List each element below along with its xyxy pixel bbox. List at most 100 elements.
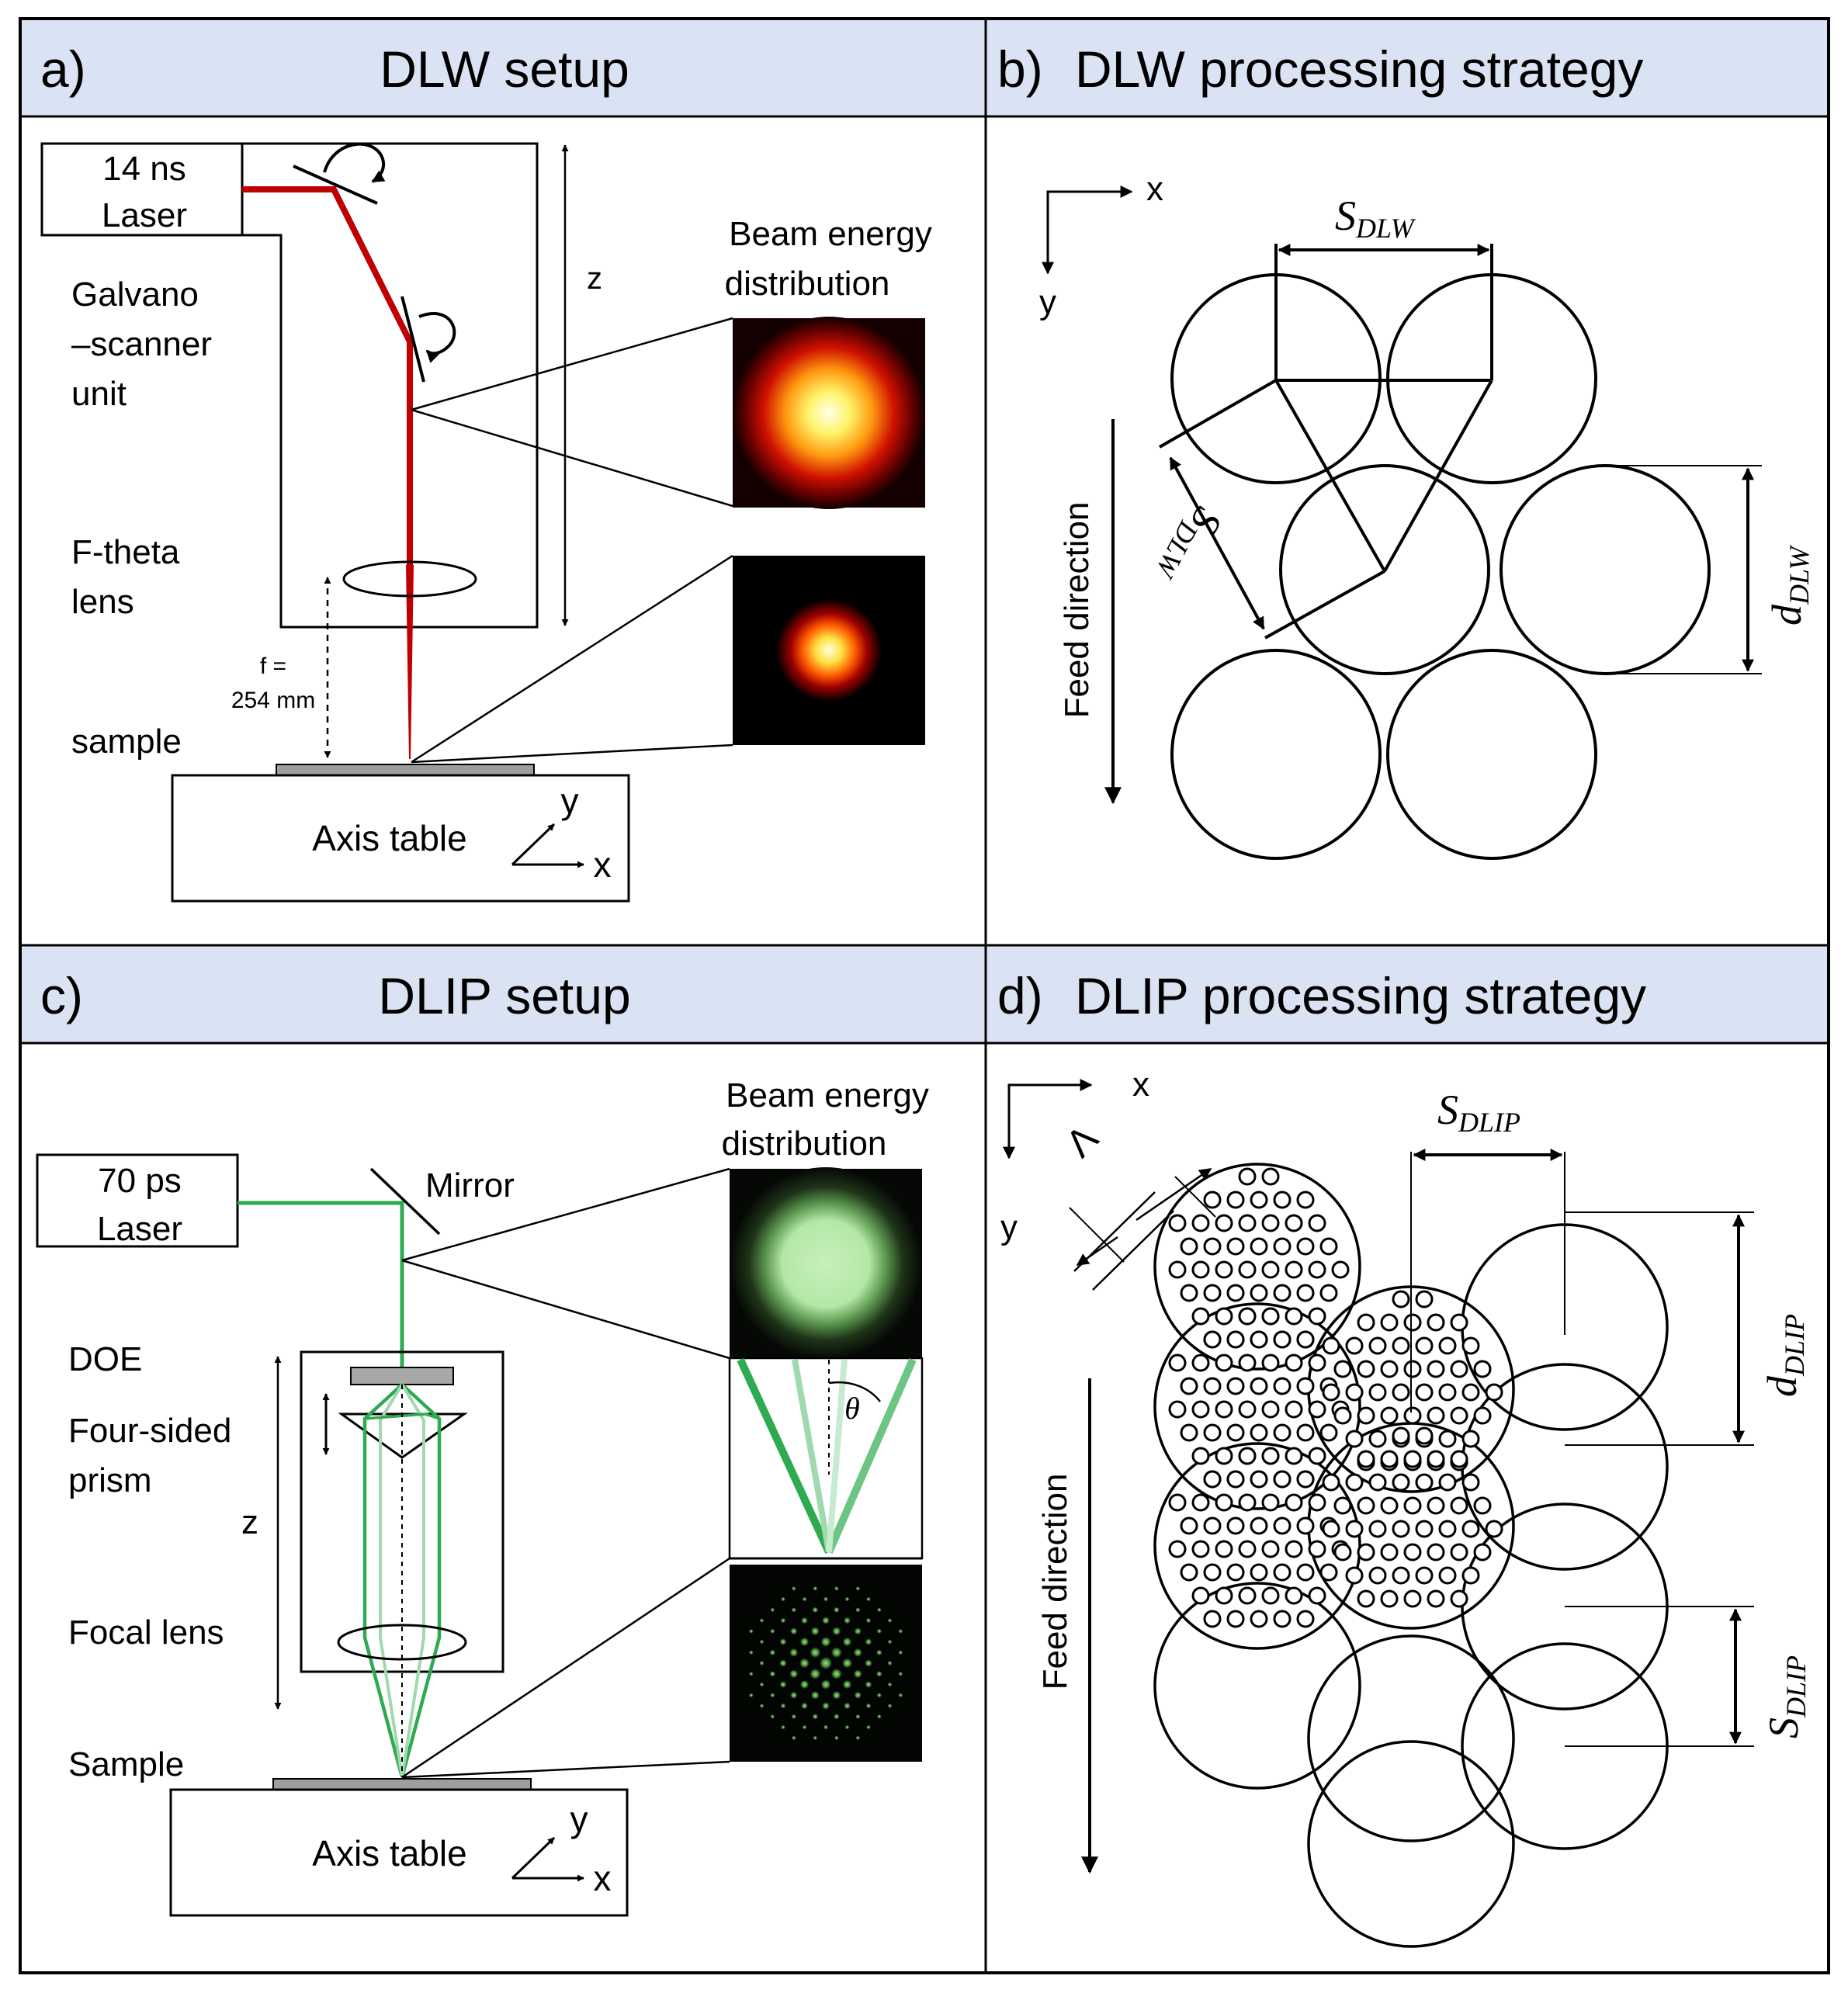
dlip-texture-hole xyxy=(1380,1496,1399,1515)
dlip-texture-hole xyxy=(1392,1336,1410,1355)
axis-table-x-label-c: x xyxy=(594,1858,612,1898)
interference-dot xyxy=(865,1596,872,1602)
dlip-texture-hole xyxy=(1296,1423,1315,1442)
dlip-texture-hole xyxy=(1450,1406,1468,1425)
dlip-texture-hole xyxy=(1357,1589,1375,1608)
dlip-texture-hole xyxy=(1461,1430,1480,1448)
dlip-spot xyxy=(1307,1634,1515,1842)
interference-dot xyxy=(854,1691,862,1700)
dlip-texture-hole xyxy=(1319,1237,1338,1256)
panel-a-dlw-setup: 14 ns Laser Galvano –scanner unit F-thet… xyxy=(40,142,932,903)
dlip-texture-hole xyxy=(1450,1313,1468,1332)
panel-b-title: DLW processing strategy xyxy=(1075,40,1643,98)
dlip-texture-hole xyxy=(1285,1447,1303,1465)
axis-table-x-label: x xyxy=(594,844,612,885)
dlip-texture-hole xyxy=(1273,1237,1292,1256)
focal-lens-label: Focal lens xyxy=(68,1613,224,1652)
interference-dot xyxy=(791,1714,797,1720)
dlip-texture-hole xyxy=(1308,1354,1326,1372)
dlip-texture-hole xyxy=(1345,1430,1364,1448)
dlip-texture-hole xyxy=(1415,1336,1434,1355)
dlip-texture-hole xyxy=(1450,1543,1468,1561)
dlip-texture-hole xyxy=(1485,1520,1503,1538)
dlip-texture-hole xyxy=(1473,1543,1492,1561)
beam-energy-label-line1: Beam energy xyxy=(729,215,932,253)
dlip-texture-hole xyxy=(1191,1307,1210,1326)
dlip-texture-hole xyxy=(1357,1360,1375,1378)
interference-dot xyxy=(813,1735,818,1741)
dlip-texture-hole xyxy=(1403,1406,1422,1425)
interference-dot xyxy=(759,1660,765,1666)
interference-dot xyxy=(789,1691,798,1700)
interference-dot xyxy=(865,1680,872,1689)
dlip-texture-hole xyxy=(1450,1496,1468,1515)
dlip-texture-hole xyxy=(1226,1516,1245,1535)
interference-dot xyxy=(759,1703,765,1709)
interference-dot xyxy=(769,1649,776,1656)
dlip-texture-hole xyxy=(1273,1191,1292,1209)
interference-dot xyxy=(780,1617,786,1624)
dlip-texture-hole xyxy=(1203,1191,1222,1209)
axis-table-y-label: y xyxy=(561,781,579,821)
dlip-texture-hole xyxy=(1403,1313,1422,1332)
axis-table-y-arrow xyxy=(511,823,556,866)
dlip-texture-hole xyxy=(1203,1610,1222,1628)
header-ab-background xyxy=(20,19,1829,116)
dlip-texture-hole xyxy=(1261,1493,1280,1512)
dlip-texture-hole xyxy=(1296,1610,1315,1628)
dlip-texture-hole xyxy=(1261,1586,1280,1605)
ftheta-label-line1: F-theta xyxy=(71,533,180,571)
interference-dot xyxy=(779,1638,787,1646)
interference-dot xyxy=(799,1679,810,1690)
dlip-texture-hole xyxy=(1438,1520,1457,1538)
interference-dot xyxy=(898,1628,903,1634)
interference-dot xyxy=(748,1628,754,1634)
interference-dot xyxy=(800,1702,809,1710)
interference-dot xyxy=(789,1627,798,1635)
dlip-texture-hole xyxy=(1215,1307,1233,1326)
sample-plate-c xyxy=(272,1778,532,1790)
figure-frame xyxy=(19,17,1830,1974)
interference-dot xyxy=(830,1646,843,1659)
dlip-texture-hole xyxy=(1238,1214,1257,1232)
red-laser-focus xyxy=(406,565,414,759)
dlip-texture-hole xyxy=(1308,1214,1326,1232)
interference-dot xyxy=(844,1596,850,1602)
dlip-spot-textured xyxy=(1153,1302,1361,1510)
b-axis-x-label: x xyxy=(1146,170,1163,208)
dlip-texture-hole xyxy=(1427,1589,1445,1608)
focal-lens xyxy=(337,1624,467,1661)
dlip-texture-hole xyxy=(1238,1167,1257,1186)
interference-dot xyxy=(876,1692,882,1698)
dlip-texture-hole xyxy=(1215,1354,1233,1372)
dlip-texture-hole xyxy=(1203,1237,1222,1256)
dlip-texture-hole xyxy=(1333,1496,1352,1515)
dlip-texture-hole xyxy=(1250,1470,1268,1489)
s-dlw-diagonal-arrow xyxy=(1169,456,1265,630)
dlip-texture-hole xyxy=(1368,1336,1387,1355)
dlip-texture-hole xyxy=(1238,1447,1257,1465)
dlip-texture-hole xyxy=(1403,1360,1422,1378)
dlip-texture-hole xyxy=(1308,1540,1326,1558)
b-axis-y-label: y xyxy=(1039,283,1056,321)
dlip-spots xyxy=(1153,1163,1669,1948)
dlip-texture-hole xyxy=(1215,1447,1233,1465)
s-dlw-horizontal-label: SDLW xyxy=(1335,192,1416,244)
interference-dot xyxy=(876,1628,882,1634)
dlip-texture-hole xyxy=(1203,1284,1222,1302)
dlip-texture-hole xyxy=(1296,1377,1315,1395)
dlip-texture-hole xyxy=(1191,1260,1210,1279)
dlip-texture-hole xyxy=(1285,1354,1303,1372)
dlip-texture-hole xyxy=(1261,1260,1280,1279)
interference-dot xyxy=(819,1656,833,1670)
interference-dot xyxy=(791,1607,797,1613)
dlip-texture-hole xyxy=(1273,1330,1292,1349)
dlip-texture-hole xyxy=(1403,1543,1422,1561)
dlip-texture-hole xyxy=(1380,1313,1399,1332)
dlip-texture-hole xyxy=(1296,1330,1315,1349)
panel-b-dlw-strategy: x y Feed direction SDLW SDLW dDLW xyxy=(1039,170,1815,860)
axis-table-box-c xyxy=(169,1788,629,1917)
dlip-texture-hole xyxy=(1191,1400,1210,1419)
interference-dot xyxy=(853,1669,863,1679)
interference-dot xyxy=(748,1650,754,1655)
